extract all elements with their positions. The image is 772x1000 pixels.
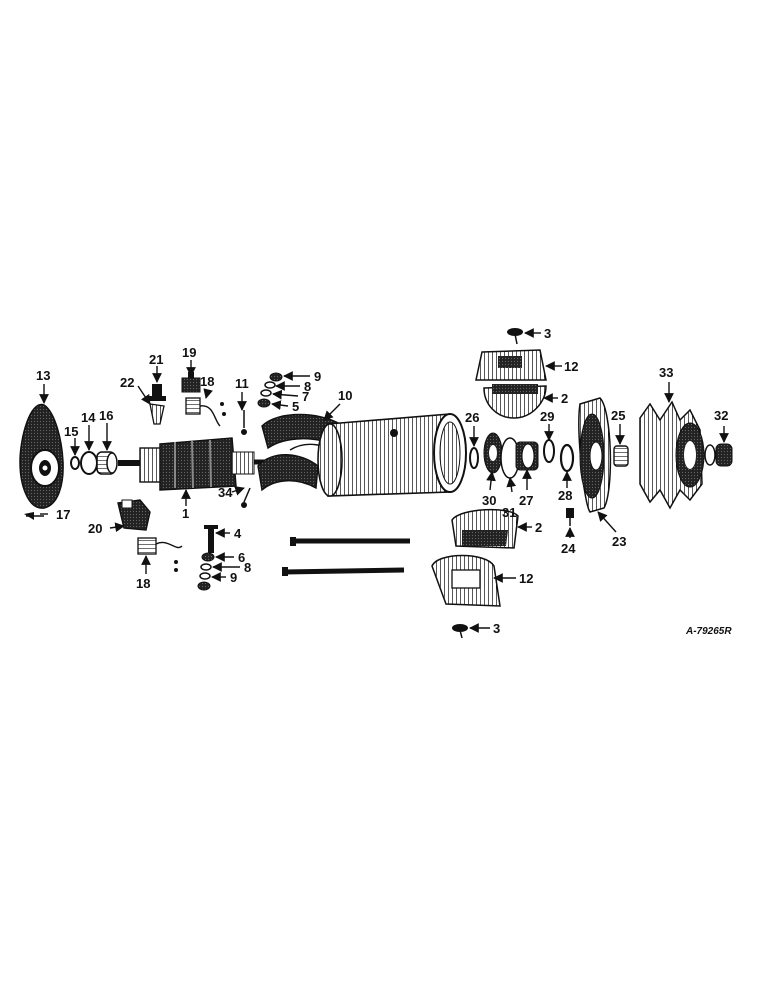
brush-lower-part (137, 537, 183, 572)
field-frame-part (317, 413, 467, 497)
callout-2: 2 (535, 520, 542, 535)
callout-19: 19 (182, 345, 196, 360)
through-bolt-part (290, 537, 410, 546)
bearing-part (515, 441, 539, 471)
callout-27: 27 (519, 493, 533, 508)
callout-25: 25 (611, 408, 625, 423)
callout-33: 33 (659, 365, 673, 380)
thrust-washer-right-part (543, 439, 555, 463)
drive-bushing-part (613, 445, 629, 467)
callout-29: 29 (540, 409, 554, 424)
pole-screw-lower-part (241, 487, 251, 508)
brush-spring-part (149, 403, 165, 425)
brush-holder-lower-part (117, 499, 151, 531)
callout-9: 9 (230, 570, 237, 585)
callout-2: 2 (561, 391, 568, 406)
cover-band-lower-part (431, 554, 501, 607)
callout-8: 8 (244, 560, 251, 575)
cover-band-upper-part (475, 349, 547, 381)
callout-5: 5 (292, 399, 299, 414)
callout-11: 11 (235, 376, 249, 391)
through-bolt-part (282, 567, 405, 576)
leader-lines (39, 328, 729, 633)
drive-pinion-part (639, 400, 705, 510)
callout-20: 20 (88, 521, 102, 536)
reference-code: A-79265R (685, 626, 732, 637)
pinion-nut-part (704, 443, 733, 467)
washer-part (469, 447, 479, 469)
callout-8: 8 (304, 379, 311, 394)
armature-part (118, 437, 275, 491)
cover-upper-part (483, 384, 547, 419)
callout-15: 15 (64, 424, 78, 439)
callouts: 1 2 2 3 3 4 5 6 7 8 8 9 9 10 11 12 12 13… (36, 326, 728, 636)
callout-28: 28 (558, 488, 572, 503)
callout-23: 23 (612, 534, 626, 549)
pole-screw-part (241, 410, 247, 435)
terminal-nuts-upper-part (257, 372, 283, 408)
terminal-stud-part (148, 384, 166, 401)
callout-14: 14 (81, 410, 96, 425)
callout-21: 21 (149, 352, 163, 367)
housing-screw-part (566, 508, 574, 526)
callout-9: 9 (314, 369, 321, 384)
cover-screw-upper-part (507, 328, 523, 345)
brush-part (185, 397, 226, 427)
callout-13: 13 (36, 368, 50, 383)
terminal-bolt-part (204, 525, 218, 553)
callout-32: 32 (714, 408, 728, 423)
drive-housing-part (578, 397, 612, 513)
callout-3: 3 (493, 621, 500, 636)
callout-7: 7 (302, 389, 309, 404)
callout-26: 26 (465, 410, 479, 425)
bushing-part (96, 451, 118, 475)
callout-12: 12 (564, 359, 578, 374)
terminal-nuts-lower-part (197, 552, 215, 591)
callout-10: 10 (338, 388, 352, 403)
screw-part (24, 512, 44, 520)
callout-22: 22 (120, 375, 134, 390)
plate-part (483, 432, 503, 474)
callout-4: 4 (234, 526, 242, 541)
callout-18: 18 (200, 374, 214, 389)
callout-34: 34 (218, 485, 233, 500)
callout-17: 17 (56, 507, 70, 522)
callout-18: 18 (136, 576, 150, 591)
callout-31: 31 (502, 505, 516, 520)
callout-3: 3 (544, 326, 551, 341)
small-washer-part (70, 456, 80, 470)
callout-1: 1 (182, 506, 189, 521)
callout-24: 24 (561, 541, 576, 556)
callout-12: 12 (519, 571, 533, 586)
retainer-ring-part (559, 443, 575, 473)
cover-screw-lower-part (452, 624, 468, 639)
callout-16: 16 (99, 408, 113, 423)
callout-30: 30 (482, 493, 496, 508)
end-head-part (19, 404, 64, 509)
callout-6: 6 (238, 550, 245, 565)
cover-lower-part (451, 508, 519, 549)
thrust-washer-part (80, 451, 98, 475)
